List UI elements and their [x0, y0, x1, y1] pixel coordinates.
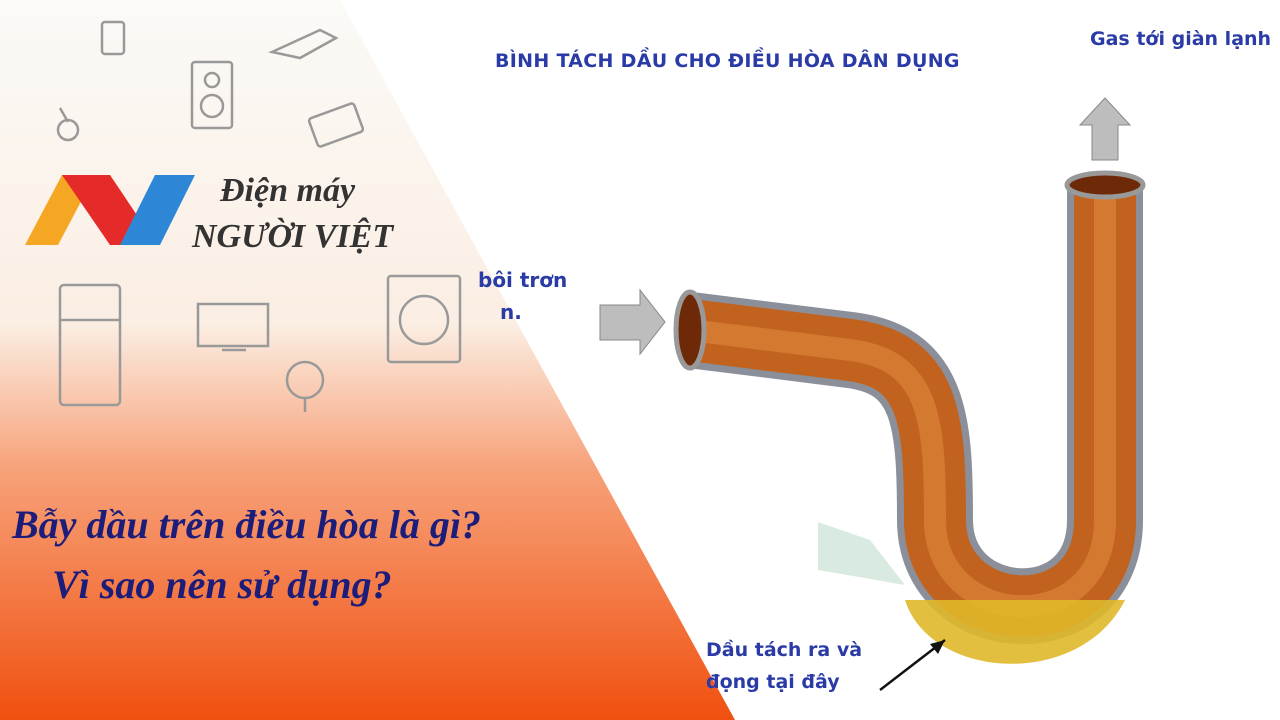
diagram-title: BÌNH TÁCH DẦU CHO ĐIỀU HÒA DÂN DỤNG: [495, 50, 960, 72]
oil-label-line-1: Dầu tách ra và: [706, 639, 863, 661]
brand-name: Điện máy NGƯỜI VIỆT: [192, 168, 393, 260]
oil-label: Dầu tách ra và đọng tại đây: [706, 634, 862, 698]
partial-label-2: n.: [500, 300, 522, 324]
oil-label-line-2: đọng tại đây: [706, 671, 840, 693]
brand-line-1: Điện máy: [220, 172, 356, 209]
inlet-arrow-icon: [599, 288, 666, 356]
oil-trap-pipe-illustration: [599, 97, 1146, 691]
appliance-icons: [56, 20, 462, 412]
oil-pool: [905, 600, 1125, 664]
partial-label-1: bôi trơn: [478, 268, 568, 292]
headline-line-2: Vì sao nên sử dụng?: [52, 562, 392, 607]
outlet-arrow-icon: [1078, 97, 1132, 161]
headline-line-1: Bẫy dầu trên điều hòa là gì?: [12, 502, 481, 547]
gas-label: Gas tới giàn lạnh: [1090, 28, 1272, 50]
brand-line-2: NGƯỜI VIỆT: [192, 218, 394, 255]
headline: Bẫy dầu trên điều hòa là gì? Vì sao nên …: [12, 495, 481, 615]
logo-mark: [25, 175, 195, 245]
